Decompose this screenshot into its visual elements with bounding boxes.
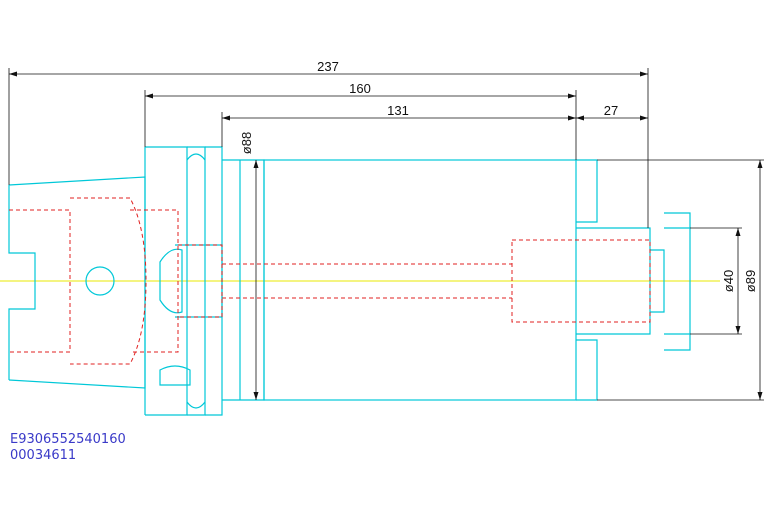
dim-body-diameter: ø89 [743,270,758,292]
part-number: E9306552540160 [10,432,126,447]
dimension-arrows [9,71,763,400]
item-number: 00034611 [10,448,77,463]
dimension-lines [8,68,764,401]
dim-nose-length: 27 [604,103,618,118]
dim-cylinder-length: 131 [387,103,409,118]
hidden-lines [9,197,651,365]
dim-flange-diameter: ø88 [239,132,254,154]
part-outline [8,146,691,416]
dim-nose-diameter: ø40 [721,270,736,292]
dim-overall-length: 237 [317,59,339,74]
dim-body-length: 160 [349,81,371,96]
